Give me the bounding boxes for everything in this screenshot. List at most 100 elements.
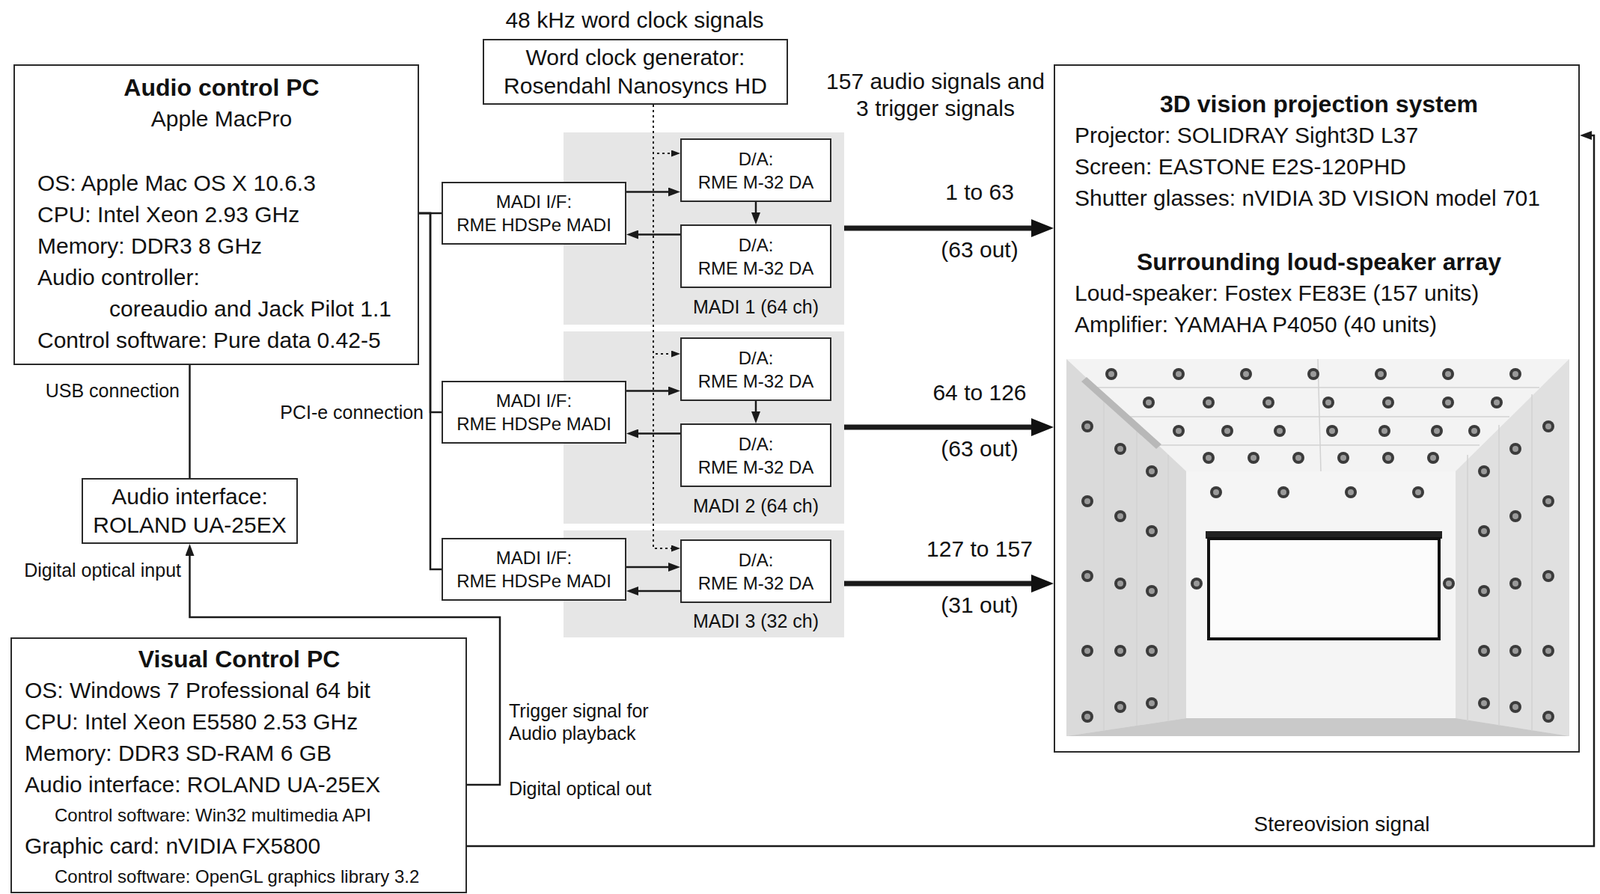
box-text: RME M-32 DA bbox=[698, 369, 815, 393]
box-heading: Surrounding loud-speaker array bbox=[1074, 246, 1564, 278]
box-text: OS: Apple Mac OS X 10.6.3 bbox=[37, 167, 406, 200]
converter-box: D/A:RME M-32 DA bbox=[680, 539, 832, 604]
speaker bbox=[1542, 495, 1555, 508]
connector-line bbox=[632, 590, 681, 593]
channel-range: 1 to 63 bbox=[945, 178, 1015, 206]
converter-box: D/A:RME M-32 DA bbox=[680, 138, 832, 203]
channel-count: (31 out) bbox=[940, 591, 1018, 619]
box-text: coreaudio and Jack Pilot 1.1 bbox=[109, 293, 406, 325]
speaker bbox=[1081, 710, 1094, 723]
speaker bbox=[1307, 368, 1320, 381]
speaker bbox=[1114, 577, 1127, 590]
speaker bbox=[1202, 396, 1215, 409]
speaker bbox=[1221, 425, 1234, 438]
box-text: Control software: OpenGL graphics librar… bbox=[54, 862, 454, 893]
band-label: MADI 1 (64 ch) bbox=[692, 295, 819, 319]
speaker bbox=[1114, 443, 1127, 456]
channel-range: 64 to 126 bbox=[932, 379, 1027, 407]
connector-line bbox=[632, 233, 681, 236]
box-text: D/A: bbox=[738, 233, 774, 257]
signal-arrow bbox=[844, 226, 1043, 232]
box-text: D/A: bbox=[738, 147, 774, 171]
box-text: Amplifier: YAMAHA P4050 (40 units) bbox=[1074, 309, 1564, 341]
interface-box: MADI I/F:RME HDSPe MADI bbox=[441, 181, 627, 245]
speaker bbox=[1081, 645, 1094, 658]
speaker bbox=[1105, 368, 1118, 381]
connector-line bbox=[626, 190, 675, 194]
speaker bbox=[1145, 645, 1158, 658]
speaker bbox=[1509, 443, 1522, 456]
back-wall bbox=[1186, 471, 1456, 719]
speaker bbox=[1114, 645, 1127, 658]
speaker bbox=[1337, 452, 1350, 464]
box-text: Audio controller: bbox=[37, 261, 406, 294]
left-wall bbox=[1066, 359, 1187, 737]
connector-line bbox=[755, 202, 758, 219]
box-text: RME HDSPe MADI bbox=[456, 569, 612, 593]
photo-ground bbox=[1066, 359, 1570, 737]
floor bbox=[1066, 718, 1570, 737]
light-rail bbox=[1081, 377, 1162, 450]
speaker bbox=[1509, 701, 1522, 714]
signal-arrow bbox=[844, 425, 1043, 431]
box-text: D/A: bbox=[738, 432, 774, 456]
box-text: MADI I/F: bbox=[496, 190, 572, 214]
speaker bbox=[1374, 368, 1387, 381]
box-text: Loud-speaker: Fostex FE83E (157 units) bbox=[1074, 277, 1564, 310]
box-text: Graphic card: nVIDIA FX5800 bbox=[24, 830, 454, 863]
connector-line bbox=[419, 213, 442, 570]
speaker bbox=[1442, 368, 1455, 381]
speaker bbox=[1478, 585, 1490, 598]
speaker bbox=[1240, 368, 1253, 381]
speaker bbox=[1145, 465, 1158, 478]
connector-line bbox=[466, 135, 1595, 847]
computer-box: Audio control PCApple MacProOS: Apple Ma… bbox=[13, 64, 420, 366]
box-text: MADI I/F: bbox=[496, 546, 572, 570]
box-text: D/A: bbox=[738, 548, 774, 572]
box-heading: Visual Control PC bbox=[24, 643, 454, 676]
room-photo bbox=[1066, 359, 1570, 737]
box-text: Rosendahl Nanosyncs HD bbox=[503, 71, 768, 101]
speaker bbox=[1478, 645, 1490, 658]
speaker bbox=[1412, 486, 1425, 499]
speaker-array bbox=[1081, 368, 1555, 723]
speaker bbox=[1142, 396, 1155, 409]
device-box: Word clock generator:Rosendahl Nanosyncs… bbox=[482, 38, 789, 105]
speaker bbox=[1468, 425, 1481, 438]
speaker bbox=[1542, 570, 1555, 583]
speaker bbox=[1430, 425, 1443, 438]
computer-box: Visual Control PCOS: Windows 7 Professio… bbox=[10, 637, 467, 894]
box-text: RME HDSPe MADI bbox=[456, 412, 612, 436]
speaker bbox=[1114, 701, 1127, 714]
channel-count: (63 out) bbox=[940, 236, 1018, 264]
signal-note: 157 audio signals and 3 trigger signals bbox=[823, 68, 1048, 122]
speaker bbox=[1442, 396, 1455, 409]
interface-box: MADI I/F:RME HDSPe MADI bbox=[441, 380, 627, 444]
box-text: RME HDSPe MADI bbox=[456, 213, 612, 237]
clock-line bbox=[653, 104, 676, 154]
speaker bbox=[1145, 525, 1158, 538]
speaker bbox=[1081, 420, 1094, 433]
speaker bbox=[1442, 577, 1455, 590]
clock-line bbox=[653, 104, 676, 354]
box-text: Projector: SOLIDRAY Sight3D L37 bbox=[1074, 119, 1564, 152]
speaker bbox=[1378, 425, 1391, 438]
box-text: RME M-32 DA bbox=[698, 571, 815, 595]
connection-label: Digital optical input bbox=[23, 559, 182, 582]
box-text: Word clock generator: bbox=[526, 43, 746, 72]
speaker bbox=[1292, 452, 1305, 464]
speaker bbox=[1172, 425, 1185, 438]
channel-range: 127 to 157 bbox=[926, 535, 1033, 563]
speaker bbox=[1277, 486, 1290, 499]
interface-box: MADI I/F:RME HDSPe MADI bbox=[441, 538, 627, 601]
speaker bbox=[1247, 452, 1260, 464]
converter-box: D/A:RME M-32 DA bbox=[680, 337, 832, 402]
box-text: CPU: Intel Xeon 2.93 GHz bbox=[37, 199, 406, 231]
speaker bbox=[1478, 697, 1490, 710]
box-heading: Audio control PC bbox=[37, 71, 406, 104]
right-wall bbox=[1455, 359, 1570, 737]
connector-line bbox=[626, 566, 675, 569]
band-label: MADI 2 (64 ch) bbox=[692, 494, 819, 518]
